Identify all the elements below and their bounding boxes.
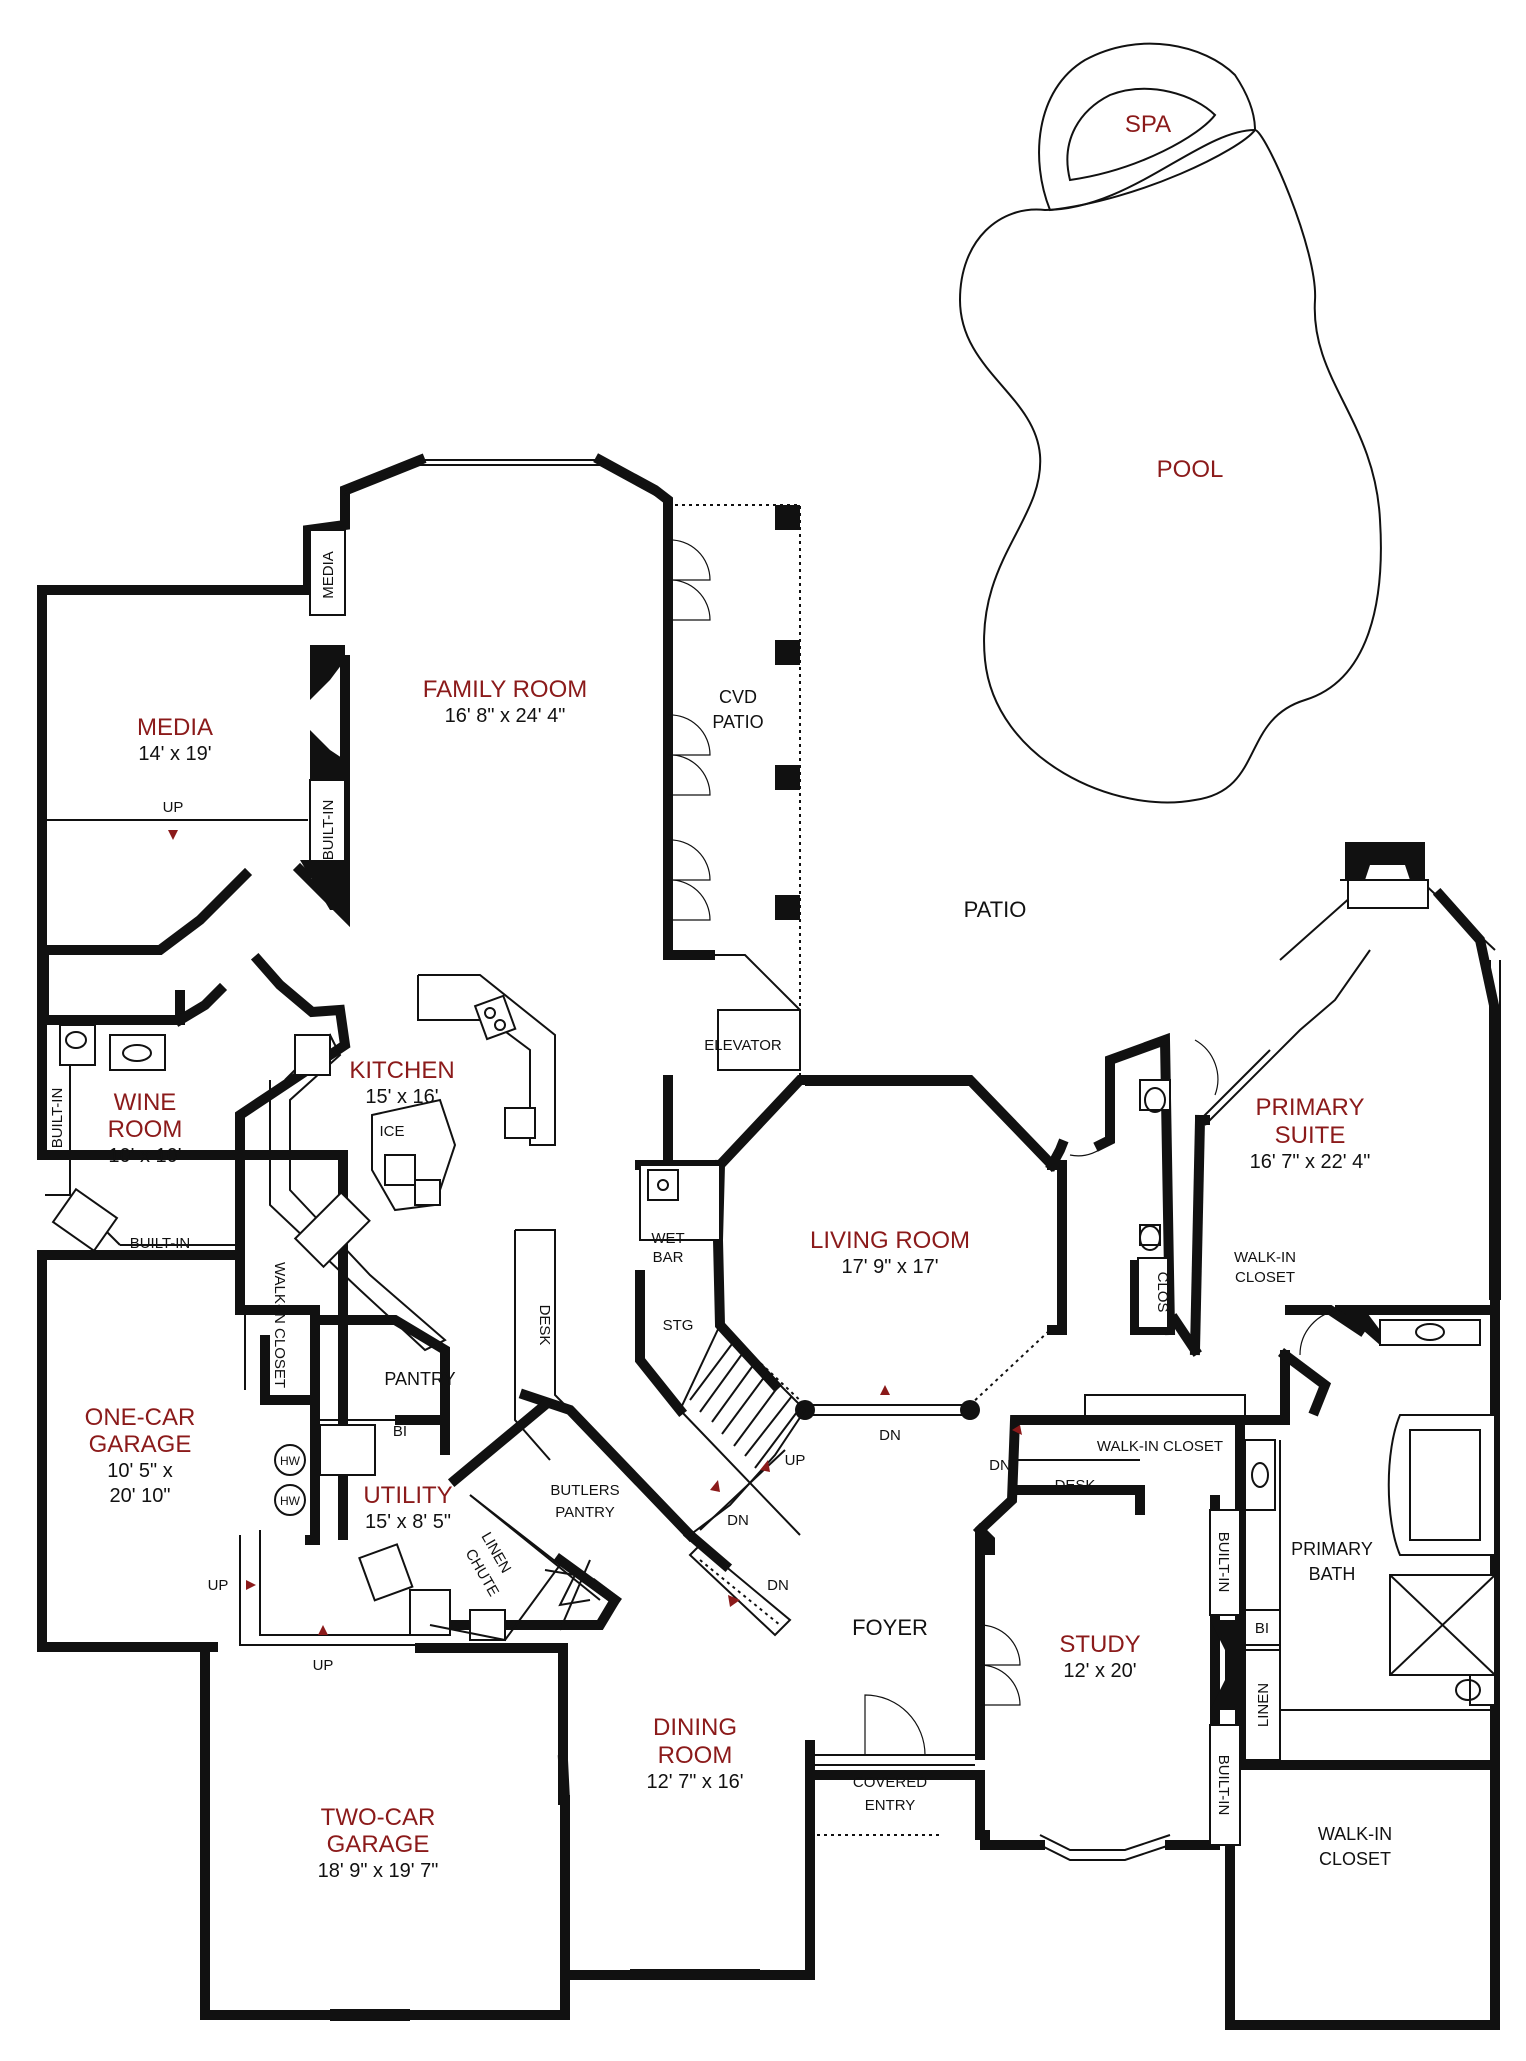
label-utility: UTILITY [363, 1482, 452, 1509]
label-two-car-1: TWO-CAR [321, 1804, 436, 1831]
label-primary-bath-2: BATH [1309, 1564, 1356, 1584]
arrow-foyer-dn [1012, 1425, 1022, 1435]
arrow-living-dn [880, 1385, 890, 1395]
label-built-in-wine-1: BUILT-IN [49, 1088, 66, 1149]
label-kitchen: KITCHEN [349, 1057, 454, 1084]
label-primary-bath-1: PRIMARY [1291, 1539, 1373, 1559]
label-utility-dim: 15' x 8' 5" [365, 1511, 451, 1533]
arrow-garage-up [246, 1580, 256, 1590]
label-elevator: ELEVATOR [704, 1037, 782, 1054]
label-ice: ICE [379, 1123, 404, 1140]
label-study: STUDY [1059, 1631, 1140, 1658]
label-walk-in-closet-east-1: WALK-IN [1318, 1824, 1392, 1844]
label-desk-kitchen: DESK [536, 1305, 553, 1346]
label-media-up: UP [163, 799, 184, 816]
fireplace-family [310, 645, 345, 700]
label-built-in-study-1: BUILT-IN [1215, 1532, 1232, 1593]
elevator-shaft [717, 1009, 801, 1071]
label-family-room-dim: 16' 8" x 24' 4" [445, 705, 566, 727]
label-two-car-2: GARAGE [327, 1831, 430, 1858]
label-bar: BAR [653, 1249, 684, 1266]
label-cvd-patio: PATIO [712, 712, 763, 732]
label-built-in-wine-2: BUILT-IN [130, 1235, 191, 1252]
label-media-niche: MEDIA [320, 551, 337, 599]
walls [37, 453, 1500, 2030]
arrow-media-up [168, 830, 178, 840]
label-garage-up: UP [208, 1577, 229, 1594]
label-family-room: FAMILY ROOM [423, 676, 587, 703]
label-stair-dn: DN [727, 1512, 749, 1529]
label-pool: POOL [1157, 456, 1224, 483]
label-living-dn: DN [879, 1427, 901, 1444]
label-one-car-dim-1: 10' 5" x [107, 1460, 172, 1482]
arrow-stair-dn [710, 1480, 720, 1492]
label-wine-room-1: WINE [114, 1089, 177, 1116]
media-niche [309, 529, 346, 616]
label-walk-in-closet-west: WALK-IN CLOSET [271, 1262, 288, 1388]
label-built-in-family: BUILT-IN [320, 800, 337, 861]
label-one-car-2: GARAGE [89, 1431, 192, 1458]
label-dining-dim: 12' 7" x 16' [646, 1771, 743, 1793]
label-media-dim: 14' x 19' [138, 743, 211, 765]
pool-outline [958, 128, 1382, 804]
label-living-room-dim: 17' 9" x 17' [841, 1256, 938, 1278]
spa-outline [1038, 42, 1257, 212]
basement-stair [688, 1544, 792, 1637]
label-wine-room-2: ROOM [108, 1116, 183, 1143]
label-desk-study: DESK [1055, 1477, 1096, 1494]
label-hw-1: HW [280, 1454, 301, 1468]
label-walk-in-closet-east-2: CLOSET [1319, 1849, 1391, 1869]
label-primary-dim: 16' 7" x 22' 4" [1250, 1151, 1371, 1173]
label-cvd: CVD [719, 687, 757, 707]
label-covered: COVERED [853, 1774, 927, 1791]
label-garage-up-2: UP [313, 1657, 334, 1674]
label-wine-room-dim: 10' x 10' [108, 1145, 181, 1167]
label-walk-in-primary-1: WALK-IN [1234, 1249, 1296, 1266]
spa-inner [1066, 87, 1217, 182]
arrow-stair-up [760, 1460, 770, 1472]
pool-area [958, 42, 1382, 804]
arrow-garage-up-2 [318, 1625, 328, 1635]
label-stair-up: UP [785, 1452, 806, 1469]
label-clos: CLOS [1154, 1272, 1171, 1313]
label-pantry: PANTRY [384, 1369, 455, 1389]
label-linen-bath: LINEN [1255, 1683, 1272, 1727]
label-hw-2: HW [280, 1494, 301, 1508]
label-dining-1: DINING [653, 1714, 737, 1741]
label-bi-bath: BI [1255, 1620, 1269, 1637]
label-study-dim: 12' x 20' [1063, 1660, 1136, 1682]
label-primary-1: PRIMARY [1256, 1094, 1365, 1121]
label-walk-in-primary-2: CLOSET [1235, 1269, 1295, 1286]
label-one-car-1: ONE-CAR [85, 1404, 196, 1431]
label-media: MEDIA [137, 714, 213, 741]
label-two-car-dim: 18' 9" x 19' 7" [318, 1860, 439, 1882]
label-foyer-dn: DN [989, 1457, 1011, 1474]
label-butlers: BUTLERS [550, 1482, 619, 1499]
label-dining-2: ROOM [658, 1742, 733, 1769]
staircase [679, 1324, 807, 1536]
label-built-in-study-2: BUILT-IN [1215, 1755, 1232, 1816]
label-primary-2: SUITE [1275, 1122, 1346, 1149]
labels: SPA POOL PATIO CVD PATIO FAMILY ROOM 16'… [49, 111, 1392, 1882]
label-spa: SPA [1125, 111, 1171, 138]
label-kitchen-dim: 15' x 16' [365, 1086, 438, 1108]
thin-details [41, 459, 1501, 2026]
label-wet: WET [651, 1230, 684, 1247]
label-bi-pantry: BI [393, 1423, 407, 1440]
label-stg: STG [663, 1317, 694, 1334]
label-foyer: FOYER [852, 1615, 928, 1640]
direction-arrows [168, 830, 1022, 1635]
arrow-basement-dn [728, 1595, 740, 1607]
label-butlers-pantry: PANTRY [555, 1504, 614, 1521]
label-patio: PATIO [964, 897, 1027, 922]
label-living-room: LIVING ROOM [810, 1227, 970, 1254]
label-entry: ENTRY [865, 1797, 916, 1814]
label-one-car-dim-2: 20' 10" [110, 1485, 171, 1507]
label-walk-in-study: WALK-IN CLOSET [1097, 1438, 1223, 1455]
label-basement-dn: DN [767, 1577, 789, 1594]
